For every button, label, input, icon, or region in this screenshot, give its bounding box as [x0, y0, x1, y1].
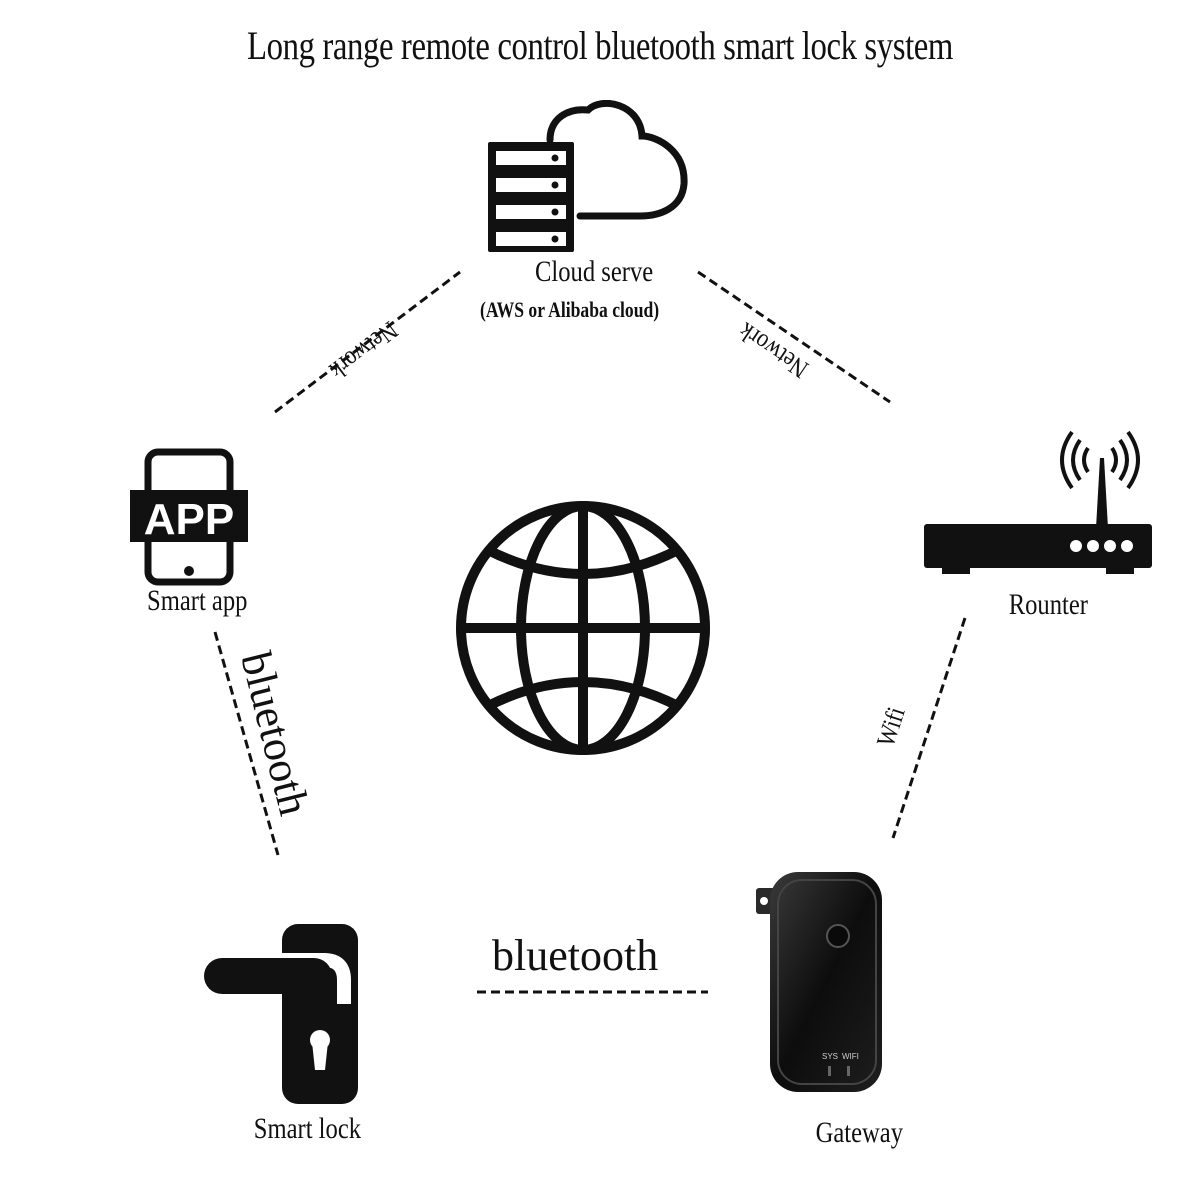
router-icon — [924, 430, 1152, 574]
gateway-led-sys-label: SYS — [822, 1052, 839, 1061]
diagram-title: Long range remote control bluetooth smar… — [246, 23, 954, 68]
globe-icon — [456, 501, 710, 755]
router-label: Rounter — [1008, 588, 1088, 621]
gateway-led-wifi-label: WIFI — [842, 1052, 859, 1061]
gateway-label: Gateway — [815, 1116, 904, 1149]
link-app-cloud-line — [274, 270, 461, 414]
link-cloud-router-line — [697, 270, 891, 404]
link-lock-app-line — [213, 631, 280, 856]
cloud-label: Cloud serve — [534, 255, 654, 288]
gateway-device-icon: SYS WIFI — [756, 868, 886, 1098]
phone-app-icon: APP — [130, 448, 248, 586]
cloud-server-icon — [488, 100, 688, 252]
app-badge-text: APP — [144, 495, 234, 544]
link-gateway-lock-label: bluetooth — [492, 931, 659, 980]
cloud-sublabel: (AWS or Alibaba cloud) — [480, 297, 660, 322]
smart-lock-label: Smart lock — [253, 1112, 362, 1145]
link-router-gateway-line — [891, 617, 967, 839]
smart-app-label: Smart app — [147, 584, 248, 617]
door-handle-lock-icon — [204, 924, 358, 1104]
